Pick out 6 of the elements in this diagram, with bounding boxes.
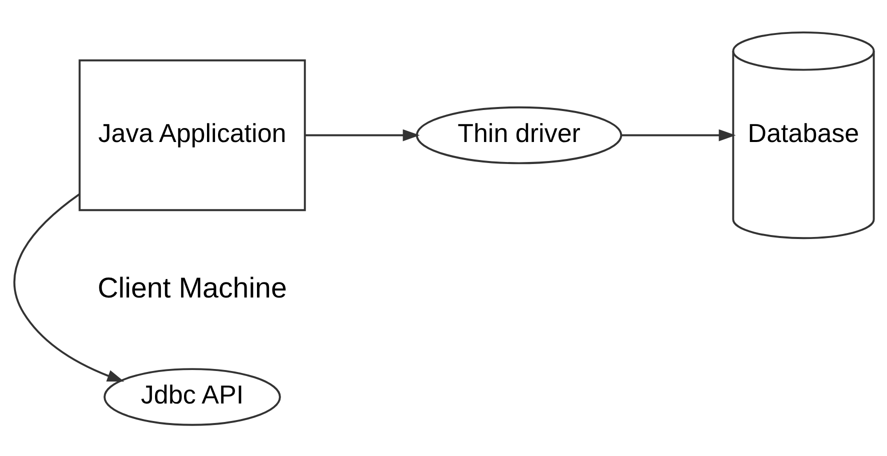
node-box: Java Application <box>78 58 306 211</box>
arrow <box>304 128 420 141</box>
label: Client Machine <box>97 272 286 304</box>
arrow <box>620 128 736 141</box>
node-ellipse: Thin driver <box>415 106 622 164</box>
arrow <box>12 192 124 382</box>
